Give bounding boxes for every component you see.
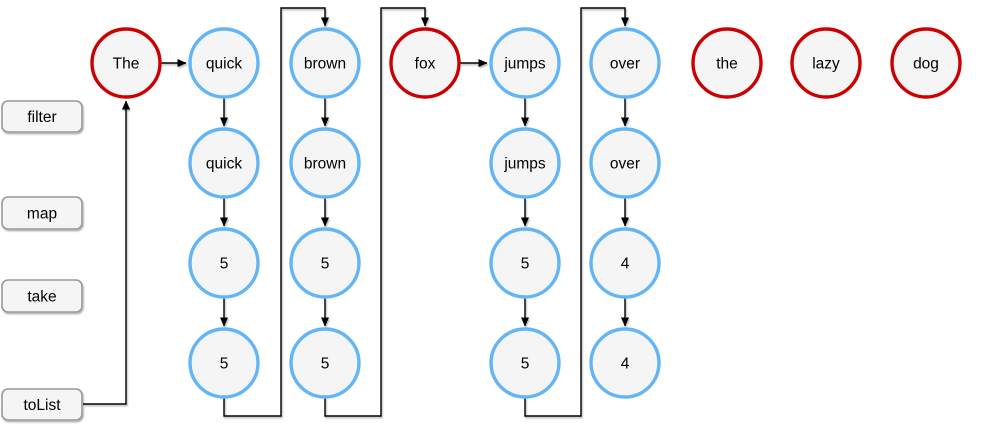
node-the2-source-circle <box>691 27 763 99</box>
node-over-row2: over <box>589 127 661 199</box>
node-jumps-row2: jumps <box>489 127 561 199</box>
node-brown-row3: 5 <box>289 227 361 299</box>
node-the-source-circle <box>90 27 162 99</box>
node-fox-source-circle <box>389 27 461 99</box>
node-lazy-source: lazy <box>790 27 862 99</box>
node-over-row1-label: over <box>610 56 640 73</box>
operations-column: filter map take toList <box>1 100 83 421</box>
node-brown-row4-circle <box>289 327 361 399</box>
node-over-row4: 4 <box>589 327 661 399</box>
node-over-row3-label: 4 <box>621 256 630 273</box>
op-box-tolist: toList <box>1 388 83 421</box>
node-jumps-row3-circle <box>489 227 561 299</box>
node-brown-row2-label: brown <box>304 156 346 173</box>
node-brown-row2: brown <box>289 127 361 199</box>
node-jumps-row3: 5 <box>489 227 561 299</box>
node-quick-row1-label: quick <box>206 56 242 73</box>
node-over-row2-circle <box>589 127 661 199</box>
node-the-source-label: The <box>113 56 140 73</box>
node-the2-source: the <box>691 27 763 99</box>
node-brown-row4-label: 5 <box>321 356 330 373</box>
node-jumps-row1-circle <box>489 27 561 99</box>
edges-layer <box>83 7 629 417</box>
node-dog-source: dog <box>890 27 962 99</box>
node-quick-row2-label: quick <box>206 156 242 173</box>
node-quick-row2-circle <box>188 127 260 199</box>
node-lazy-source-circle <box>790 27 862 99</box>
node-brown-row1-label: brown <box>304 56 346 73</box>
node-over-row1-circle <box>589 27 661 99</box>
node-jumps-row2-label: jumps <box>503 156 546 173</box>
node-over-row2-label: over <box>610 156 640 173</box>
op-box-filter-rect <box>1 100 83 133</box>
loop-brown-to-fox <box>324 7 429 417</box>
nodes-layer: The quick quick 5 5 brown brown <box>90 27 962 399</box>
node-lazy-source-label: lazy <box>812 56 840 73</box>
loop-jumps-to-over <box>524 7 629 417</box>
node-quick-row3-circle <box>188 227 260 299</box>
op-box-map: map <box>1 196 83 230</box>
node-the-source: The <box>90 27 162 99</box>
node-over-row4-circle <box>589 327 661 399</box>
node-quick-row1-circle <box>188 27 260 99</box>
node-jumps-row2-circle <box>489 127 561 199</box>
op-box-take-label: take <box>27 289 56 306</box>
node-brown-row3-circle <box>289 227 361 299</box>
node-the2-source-label: the <box>716 56 738 73</box>
loop-quick-to-brown <box>223 7 329 417</box>
node-quick-row2: quick <box>188 127 260 199</box>
op-box-tolist-label: toList <box>23 397 61 414</box>
node-quick-row4-circle <box>188 327 260 399</box>
node-dog-source-label: dog <box>913 56 939 73</box>
op-box-map-rect <box>1 196 83 230</box>
node-over-row3: 4 <box>589 227 661 299</box>
node-jumps-row4-label: 5 <box>521 356 530 373</box>
node-brown-row2-circle <box>289 127 361 199</box>
node-over-row4-label: 4 <box>621 356 630 373</box>
node-jumps-row4-circle <box>489 327 561 399</box>
node-brown-row1-circle <box>289 27 361 99</box>
node-fox-source-label: fox <box>415 56 436 73</box>
node-fox-source: fox <box>389 27 461 99</box>
node-over-row3-circle <box>589 227 661 299</box>
node-brown-row1: brown <box>289 27 361 99</box>
node-jumps-row4: 5 <box>489 327 561 399</box>
op-box-tolist-rect <box>1 388 83 421</box>
op-box-filter: filter <box>1 100 83 133</box>
op-box-take: take <box>1 279 83 313</box>
node-brown-row3-label: 5 <box>321 256 330 273</box>
node-jumps-row1: jumps <box>489 27 561 99</box>
node-over-row1: over <box>589 27 661 99</box>
node-quick-row4: 5 <box>188 327 260 399</box>
arrow-tolist-to-the <box>83 100 130 405</box>
op-box-take-rect <box>1 279 83 313</box>
node-dog-source-circle <box>890 27 962 99</box>
node-quick-row4-label: 5 <box>220 356 229 373</box>
op-box-map-label: map <box>27 206 57 223</box>
node-quick-row1: quick <box>188 27 260 99</box>
node-quick-row3-label: 5 <box>220 256 229 273</box>
node-jumps-row3-label: 5 <box>521 256 530 273</box>
node-brown-row4: 5 <box>289 327 361 399</box>
op-box-filter-label: filter <box>27 109 56 126</box>
node-quick-row3: 5 <box>188 227 260 299</box>
node-jumps-row1-label: jumps <box>503 56 546 73</box>
